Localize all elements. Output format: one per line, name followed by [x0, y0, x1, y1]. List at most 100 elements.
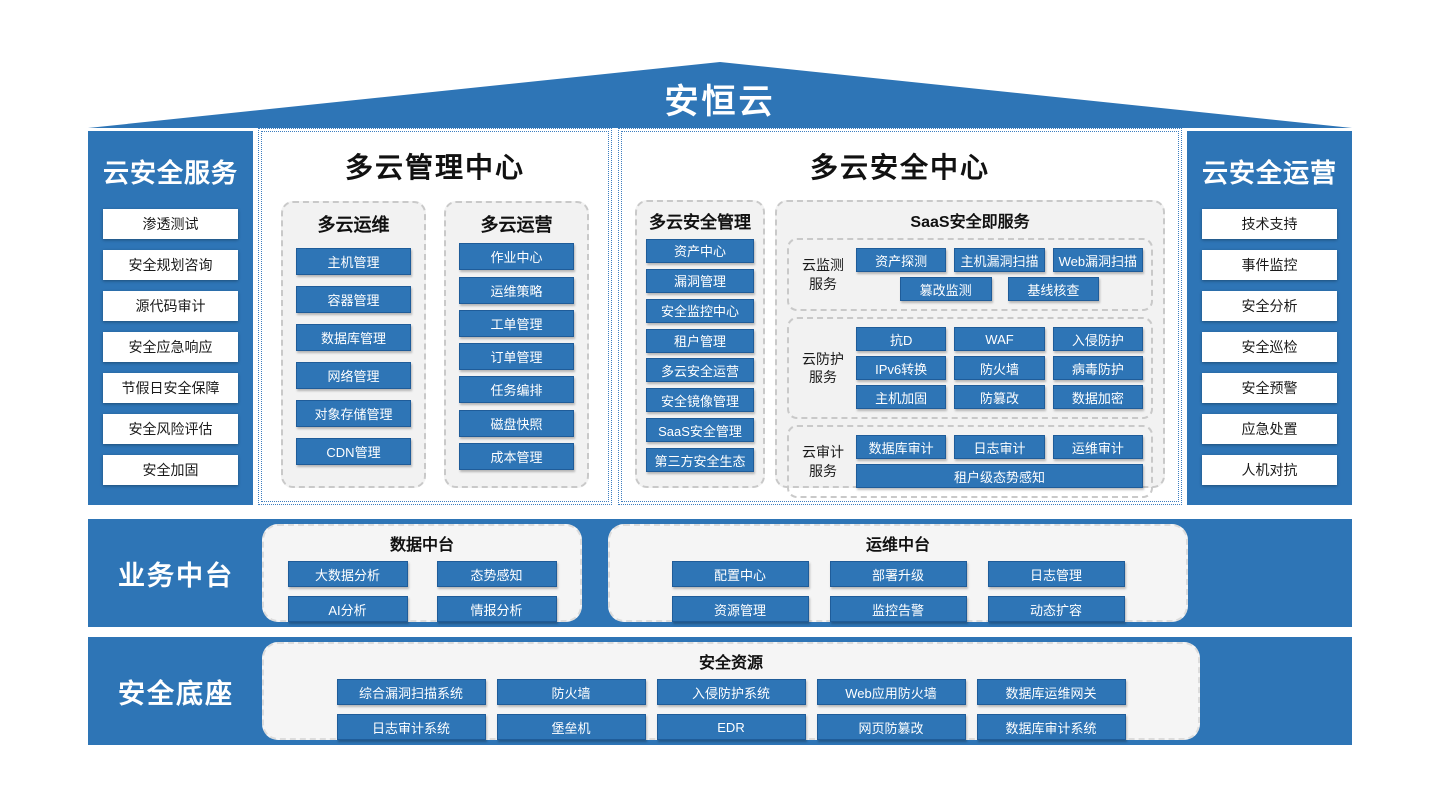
ops-platform-row-1: 配置中心部署升级日志管理 — [610, 561, 1186, 587]
multicloud-operation-group-title: 多云运营 — [480, 215, 553, 235]
module-box: 日志审计系统 — [336, 714, 486, 740]
cloud-security-operations-title: 云安全运营 — [1201, 158, 1337, 188]
module-box: CDN管理 — [296, 438, 411, 465]
module-box: 磁盘快照 — [459, 409, 574, 437]
module-box: 日志审计 — [954, 435, 1045, 459]
business-middle-platform-band: 业务中台 数据中台 大数据分析态势感知 AI分析情报分析 运维中台 配置中心部署… — [88, 519, 1352, 627]
service-item: 安全规划咨询 — [103, 250, 238, 280]
management-center-groups: 多云运维 主机管理容器管理数据库管理网络管理对象存储管理 CDN管理 多云运营 作… — [281, 201, 589, 488]
service-item: 安全加固 — [103, 455, 238, 485]
module-box: 入侵防护 — [1052, 327, 1143, 351]
service-item: 节假日安全保障 — [103, 373, 238, 403]
ops-platform-row-2: 资源管理监控告警动态扩容 — [610, 596, 1186, 622]
service-item: 应急处置 — [1202, 414, 1337, 444]
data-platform-panel: 数据中台 大数据分析态势感知 AI分析情报分析 — [262, 524, 582, 622]
module-box: 租户级态势感知 — [856, 464, 1143, 488]
service-item: 安全巡检 — [1202, 332, 1337, 362]
module-box: 综合漏洞扫描系统 — [336, 679, 486, 705]
cloud-protection-row-3: 主机加固防篡改数据加密 — [856, 385, 1143, 409]
multicloud-operation-group-items: 作业中心运维策略工单管理订单管理任务编排磁盘快照成本管理 — [459, 237, 574, 476]
ops-platform-title: 运维中台 — [865, 537, 930, 554]
module-box: 主机管理 — [296, 248, 411, 275]
module-box: 数据库运维网关 — [976, 679, 1126, 705]
module-box: 资产中心 — [646, 238, 754, 263]
module-box: 数据库管理 — [296, 324, 411, 351]
multicloud-security-management-title: 多云安全管理 — [649, 213, 751, 232]
module-box: 任务编排 — [459, 376, 574, 404]
cloud-security-operations-column: 云安全运营 技术支持事件监控安全分析安全巡检安全预警应急处置人机对抗 — [1187, 131, 1352, 505]
module-box: 对象存储管理 — [296, 400, 411, 427]
module-box: 防篡改 — [954, 385, 1045, 409]
module-box: 病毒防护 — [1052, 356, 1143, 380]
module-box: 日志管理 — [987, 561, 1125, 587]
multicloud-operation-group: 多云运营 作业中心运维策略工单管理订单管理任务编排磁盘快照成本管理 — [444, 201, 589, 488]
module-box: 主机加固 — [856, 385, 947, 409]
service-item: 事件监控 — [1202, 250, 1337, 280]
cloud-security-operations-list: 技术支持事件监控安全分析安全巡检安全预警应急处置人机对抗 — [1187, 209, 1352, 485]
module-box: 资源管理 — [671, 596, 809, 622]
saas-security-service-title: SaaS安全即服务 — [910, 214, 1030, 231]
module-box: 监控告警 — [829, 596, 967, 622]
multicloud-ops-group: 多云运维 主机管理容器管理数据库管理网络管理对象存储管理 CDN管理 — [281, 201, 426, 488]
module-box: 工单管理 — [459, 309, 574, 337]
ops-platform-rows: 配置中心部署升级日志管理 资源管理监控告警动态扩容 — [610, 561, 1186, 622]
roof-banner: 安恒云 — [88, 62, 1352, 128]
module-box: 防火墙 — [496, 679, 646, 705]
module-box: 抗D — [856, 327, 947, 351]
module-box: 大数据分析 — [287, 561, 408, 587]
module-box: 情报分析 — [436, 596, 557, 622]
module-box: 租户管理 — [646, 328, 754, 353]
cloud-monitoring-row-1: 资产探测主机漏洞扫描 Web漏洞扫描 — [856, 248, 1143, 272]
module-box: 篡改监测 — [899, 277, 992, 301]
cloud-audit-row-2: 租户级态势感知 — [856, 464, 1143, 488]
module-box: 基线核查 — [1007, 277, 1100, 301]
module-box: 主机漏洞扫描 — [954, 248, 1045, 272]
cloud-security-services-list: 渗透测试安全规划咨询源代码审计安全应急响应节假日安全保障安全风险评估安全加固 — [88, 209, 253, 485]
cloud-protection-service-label: 云防护 服务 — [802, 350, 844, 385]
data-platform-title: 数据中台 — [389, 537, 454, 554]
module-box: 数据加密 — [1052, 385, 1143, 409]
module-box: 资产探测 — [856, 248, 947, 272]
cloud-audit-service: 云审计 服务 数据库审计日志审计运维审计 租户级态势感知 — [787, 425, 1153, 498]
module-box: 数据库审计 — [856, 435, 947, 459]
module-box: 作业中心 — [459, 243, 574, 271]
module-box: Web漏洞扫描 — [1052, 248, 1143, 272]
module-box: 配置中心 — [671, 561, 809, 587]
service-item: 安全应急响应 — [103, 332, 238, 362]
module-box: 网络管理 — [296, 362, 411, 389]
module-box: 订单管理 — [459, 343, 574, 370]
module-box: Web应用防火墙 — [816, 679, 966, 705]
multicloud-management-center-title: 多云管理中心 — [344, 152, 525, 183]
module-box: 态势感知 — [436, 561, 557, 587]
product-title: 安恒云 — [664, 83, 776, 121]
module-box: 安全监控中心 — [646, 298, 754, 323]
cloud-monitoring-service-label: 云监测 服务 — [802, 257, 844, 292]
service-item: 源代码审计 — [103, 291, 238, 321]
data-platform-row-1: 大数据分析 态势感知 — [264, 561, 580, 587]
cloud-audit-row-1: 数据库审计日志审计运维审计 — [856, 435, 1143, 459]
multicloud-security-center: 多云安全中心 多云安全管理 资产中心漏洞管理安全监控中心租户管理多云安全运营安全… — [618, 128, 1182, 505]
multicloud-ops-group-title: 多云运维 — [317, 215, 390, 235]
module-box: 网页防篡改 — [816, 714, 966, 740]
ops-platform-panel: 运维中台 配置中心部署升级日志管理 资源管理监控告警动态扩容 — [608, 524, 1188, 622]
service-item: 安全风险评估 — [103, 414, 238, 444]
multicloud-management-center: 多云管理中心 多云运维 主机管理容器管理数据库管理网络管理对象存储管理 CDN管理… — [258, 128, 612, 505]
module-box: 容器管理 — [296, 286, 411, 313]
service-item: 渗透测试 — [103, 209, 238, 239]
cloud-security-services-column: 云安全服务 渗透测试安全规划咨询源代码审计安全应急响应节假日安全保障安全风险评估… — [88, 131, 253, 505]
service-item: 安全分析 — [1202, 291, 1337, 321]
service-item: 人机对抗 — [1202, 455, 1337, 485]
module-box: 堡垒机 — [496, 714, 646, 740]
module-box: WAF — [954, 327, 1045, 351]
module-box: IPv6转换 — [856, 356, 947, 380]
business-middle-platform-label: 业务中台 — [118, 560, 234, 591]
